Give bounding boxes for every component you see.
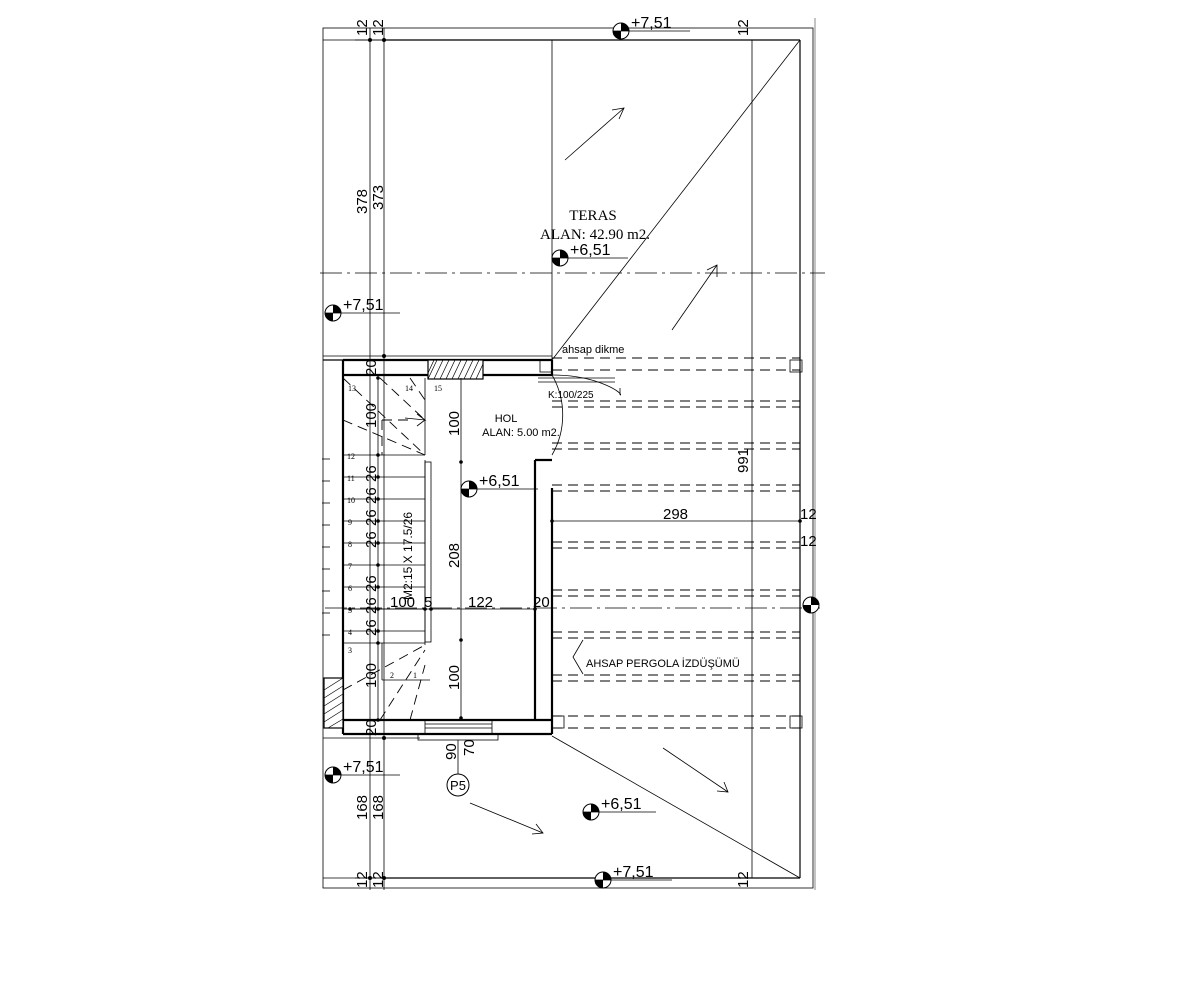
step-2: 2 xyxy=(390,671,394,680)
hol-area: ALAN: 5.00 m2. xyxy=(482,427,560,439)
level-left-upper-text: +7,51 xyxy=(343,297,384,314)
step-6: 6 xyxy=(348,584,352,593)
dim-riser-6: 26 xyxy=(363,597,380,614)
staircase xyxy=(322,376,537,722)
dim-5-h: 5 xyxy=(424,594,432,611)
dim-991: 991 xyxy=(735,448,752,473)
level-left-lower-text: +7,51 xyxy=(343,759,384,776)
level-teras-text: +6,51 xyxy=(570,242,611,259)
step-11: 11 xyxy=(347,474,355,483)
level-top-text: +7,51 xyxy=(631,15,672,32)
dim-top-12-b: 12 xyxy=(370,19,387,36)
dim-stair-100-top: 100 xyxy=(363,403,380,428)
dim-20-h: 20 xyxy=(533,594,550,611)
window-tag: P5 xyxy=(446,740,470,797)
step-5: 5 xyxy=(348,606,352,615)
level-marker-bottom-terrace xyxy=(582,803,656,821)
step-14: 14 xyxy=(405,384,413,393)
dim-wall-20-bot: 20 xyxy=(363,719,380,736)
dim-168-b: 168 xyxy=(370,795,387,820)
step-8: 8 xyxy=(348,540,352,549)
step-7: 7 xyxy=(348,562,352,571)
dim-bot-12-a: 12 xyxy=(354,871,371,888)
dim-riser-1: 26 xyxy=(363,465,380,482)
level-bottom-terrace-text: +6,51 xyxy=(601,796,642,813)
hol-name: HOL xyxy=(495,413,518,425)
level-marker-teras xyxy=(551,249,628,267)
dim-168-a: 168 xyxy=(354,795,371,820)
dim-right-12-a: 12 xyxy=(800,506,817,523)
door-code-label: K:100/225 xyxy=(548,390,594,401)
dim-373: 373 xyxy=(370,185,387,210)
teras-name: TERAS xyxy=(569,208,617,224)
dim-riser-2: 26 xyxy=(363,487,380,504)
dim-top-12-a: 12 xyxy=(354,19,371,36)
dim-298-h: 298 xyxy=(663,506,688,523)
dim-70: 70 xyxy=(461,739,478,756)
dim-bot-12-right: 12 xyxy=(735,871,752,888)
level-marker-left-lower xyxy=(324,766,400,784)
dim-hol-100-bot: 100 xyxy=(446,665,463,690)
step-3: 3 xyxy=(348,646,352,655)
dim-122-h: 122 xyxy=(468,594,493,611)
terrace-outline xyxy=(322,27,814,889)
step-9: 9 xyxy=(348,518,352,527)
level-bottom-text: +7,51 xyxy=(613,864,654,881)
step-13: 13 xyxy=(348,384,356,393)
dim-bot-12-b: 12 xyxy=(370,871,387,888)
dim-378: 378 xyxy=(354,189,371,214)
dim-stair-100-bot: 100 xyxy=(363,663,380,688)
window-code-label: P5 xyxy=(450,778,466,793)
slope-arrows xyxy=(469,107,729,835)
level-marker-right-axis xyxy=(802,596,820,614)
level-marker-hol xyxy=(460,480,538,498)
dim-riser-7: 26 xyxy=(363,619,380,636)
dim-90: 90 xyxy=(443,743,460,760)
dim-right-12-b: 12 xyxy=(800,533,817,550)
dim-riser-4: 26 xyxy=(363,531,380,548)
level-marker-bottom xyxy=(594,871,672,889)
dim-100-h: 100 xyxy=(390,594,415,611)
pergola-projection xyxy=(539,357,803,729)
level-hol-text: +6,51 xyxy=(479,473,520,490)
dim-wall-20-top: 20 xyxy=(363,359,380,376)
step-4: 4 xyxy=(348,628,352,637)
left-dimension-lines xyxy=(323,28,552,890)
ahsap-dikme-label: ahsap dikme xyxy=(562,344,624,356)
dim-hol-208: 208 xyxy=(446,543,463,568)
level-marker-top xyxy=(612,22,690,40)
level-marker-left-upper xyxy=(324,304,400,322)
dim-top-12-right: 12 xyxy=(735,19,752,36)
teras-area: ALAN: 42.90 m2. xyxy=(540,227,650,243)
pergola-label: AHSAP PERGOLA İZDÜŞÜMÜ xyxy=(586,657,740,670)
dim-riser-3: 26 xyxy=(363,509,380,526)
step-10: 10 xyxy=(347,496,355,505)
step-1: 1 xyxy=(413,671,417,680)
step-15: 15 xyxy=(434,384,442,393)
dim-riser-5: 26 xyxy=(363,575,380,592)
stair-spec-label: M2:15 X 17.5/26 xyxy=(401,512,415,600)
axis-lines xyxy=(320,18,825,890)
dim-hol-100-top: 100 xyxy=(446,411,463,436)
step-12: 12 xyxy=(347,452,355,461)
